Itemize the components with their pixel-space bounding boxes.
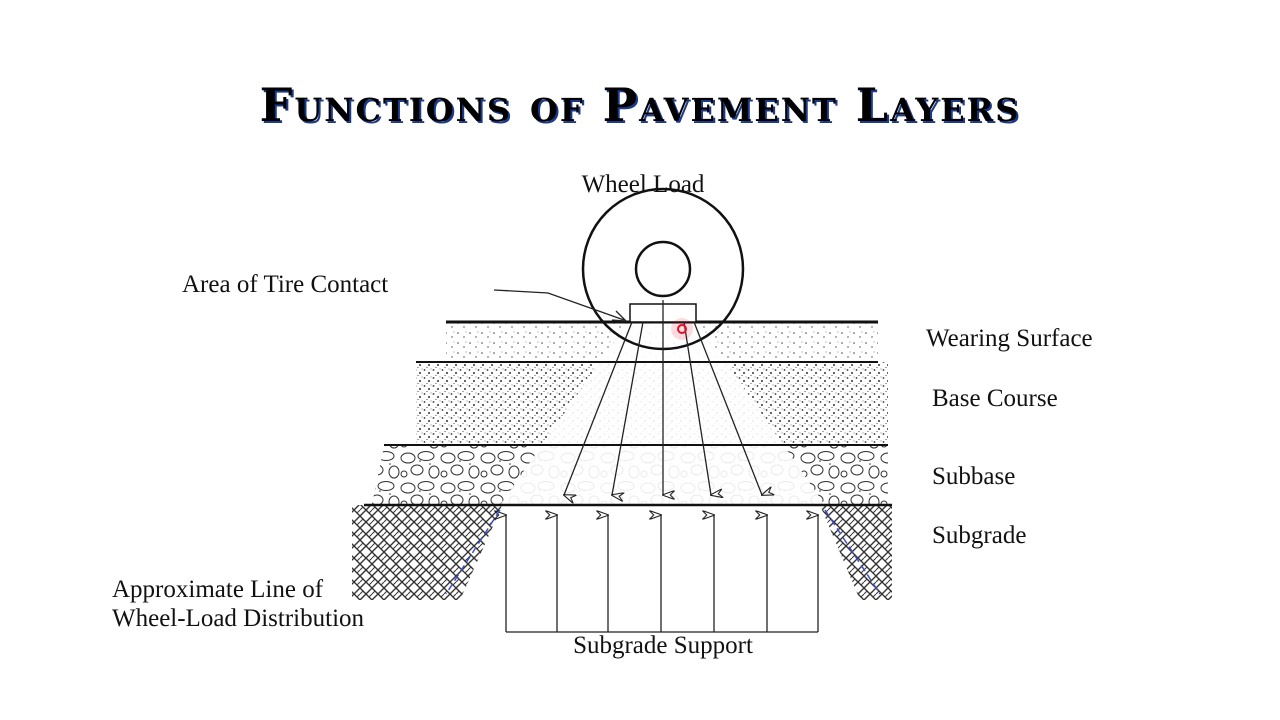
subgrade-support-arrows: [506, 515, 818, 633]
wheel-load-label: Wheel Load: [582, 171, 705, 198]
slide-title: Functions of Pavement Layers: [259, 78, 1021, 132]
layer-label-wearing-surface: Wearing Surface: [926, 325, 1093, 352]
layer-label-subgrade: Subgrade: [932, 522, 1026, 549]
wheel-hub-icon: [634, 240, 692, 298]
red-pointer-icon: [671, 318, 693, 340]
distribution-label-line2: Wheel-Load Distribution: [112, 605, 365, 632]
subgrade-hatch-left: [352, 505, 502, 600]
subgrade-hatch-right: [820, 505, 892, 600]
layer-label-subbase: Subbase: [932, 463, 1015, 490]
distribution-line-right: [824, 509, 881, 595]
layer-label-base-course: Base Course: [932, 385, 1058, 412]
distribution-line-left: [445, 509, 501, 595]
distribution-label-line1: Approximate Line of: [112, 576, 324, 603]
subgrade-support-label: Subgrade Support: [573, 632, 753, 659]
tire-contact-leader: [493, 289, 625, 321]
load-rays: [564, 300, 762, 495]
tire-contact-label: Area of Tire Contact: [182, 271, 388, 298]
